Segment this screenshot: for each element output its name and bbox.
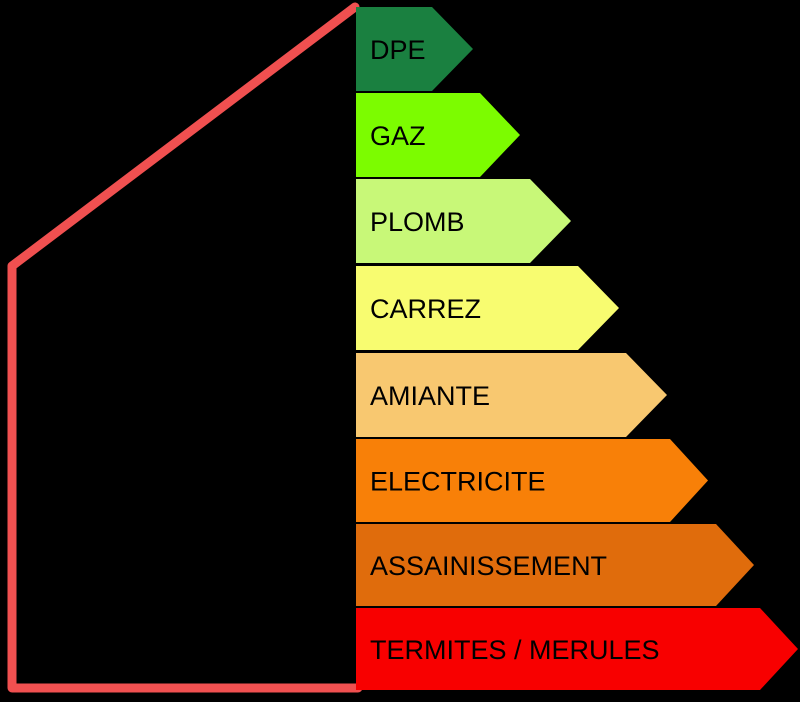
arrow-assainissement-shape xyxy=(356,524,754,606)
arrow-electricite-shape xyxy=(356,439,708,522)
arrow-gaz: GAZ xyxy=(356,93,520,177)
arrow-electricite-label: ELECTRICITE xyxy=(370,467,546,497)
arrow-carrez-label: CARREZ xyxy=(370,294,481,324)
arrow-dpe-label: DPE xyxy=(370,35,426,65)
arrow-dpe-shape xyxy=(356,7,473,91)
arrow-amiante: AMIANTE xyxy=(356,353,667,437)
arrow-plomb: PLOMB xyxy=(356,179,571,263)
arrow-plomb-shape xyxy=(356,179,571,263)
arrow-list: DPE GAZ PLOMB CARREZ AMIANTE ELECTRICITE… xyxy=(356,7,798,690)
arrow-plomb-label: PLOMB xyxy=(370,207,465,237)
arrow-carrez-shape xyxy=(356,266,619,350)
arrow-amiante-shape xyxy=(356,353,667,437)
arrow-gaz-label: GAZ xyxy=(370,121,426,151)
arrow-termites-merules-label: TERMITES / MERULES xyxy=(370,635,660,665)
arrow-assainissement-label: ASSAINISSEMENT xyxy=(370,551,607,581)
house-outline xyxy=(7,2,363,693)
arrow-termites-merules: TERMITES / MERULES xyxy=(356,608,798,690)
arrow-electricite: ELECTRICITE xyxy=(356,439,708,522)
arrow-amiante-label: AMIANTE xyxy=(370,381,490,411)
arrow-dpe: DPE xyxy=(356,7,473,91)
arrow-carrez: CARREZ xyxy=(356,266,619,350)
arrow-gaz-shape xyxy=(356,93,520,177)
arrow-termites-merules-shape xyxy=(356,608,798,690)
arrow-assainissement: ASSAINISSEMENT xyxy=(356,524,754,606)
